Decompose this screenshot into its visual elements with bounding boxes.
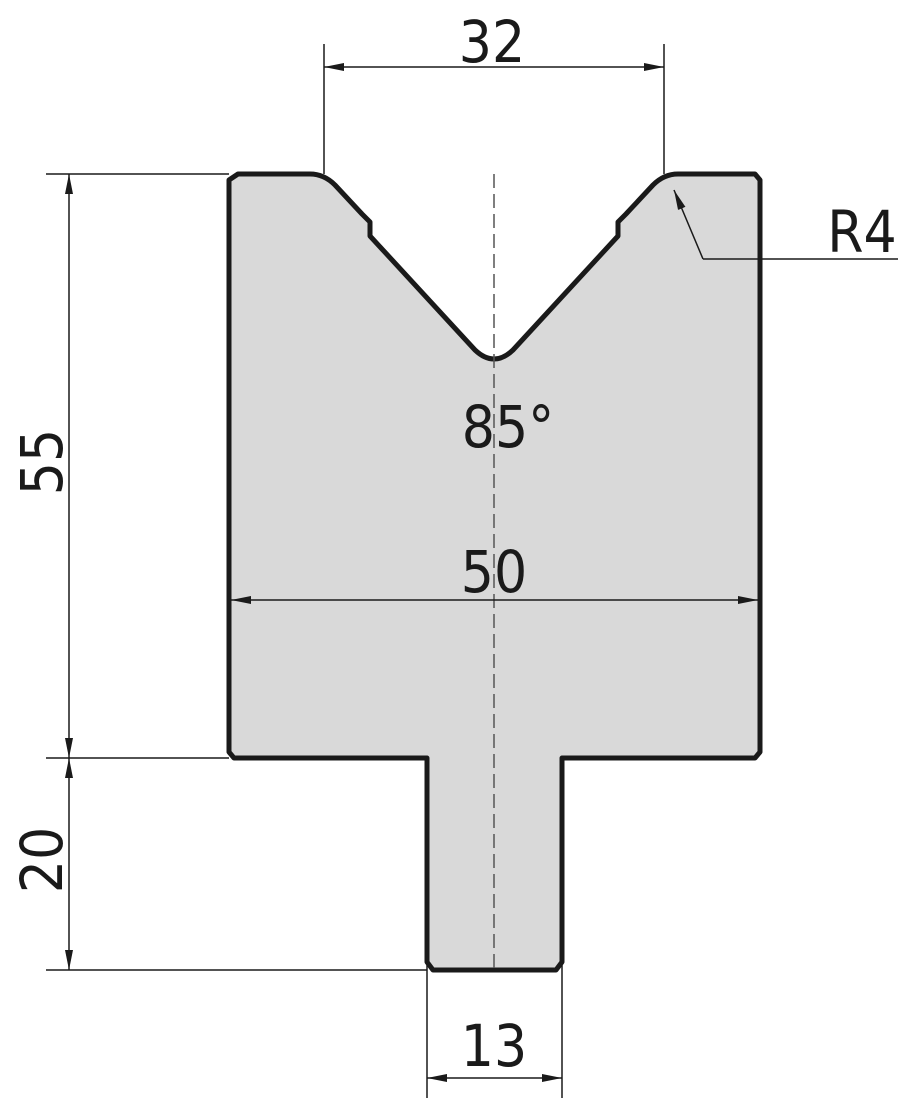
top-opening-dimension: 32: [323, 8, 665, 174]
dim-label-20: 20: [8, 827, 76, 893]
tip-radius-callout: R4: [673, 189, 898, 266]
dim-label-32: 32: [459, 8, 525, 76]
tang-height-dimension: 20: [8, 758, 427, 971]
dim-label-r4: R4: [827, 198, 896, 266]
total-height-dimension: 55: [8, 173, 229, 759]
dim-label-13: 13: [461, 1012, 527, 1080]
body-width-dimension: 50: [231, 538, 758, 606]
tang-width-dimension: 13: [426, 962, 563, 1098]
v-angle-label: 85°: [462, 393, 554, 461]
leader-line: [673, 189, 704, 260]
dim-label-55: 55: [8, 429, 76, 495]
dim-label-50: 50: [461, 538, 527, 606]
die-profile: [226, 171, 763, 973]
